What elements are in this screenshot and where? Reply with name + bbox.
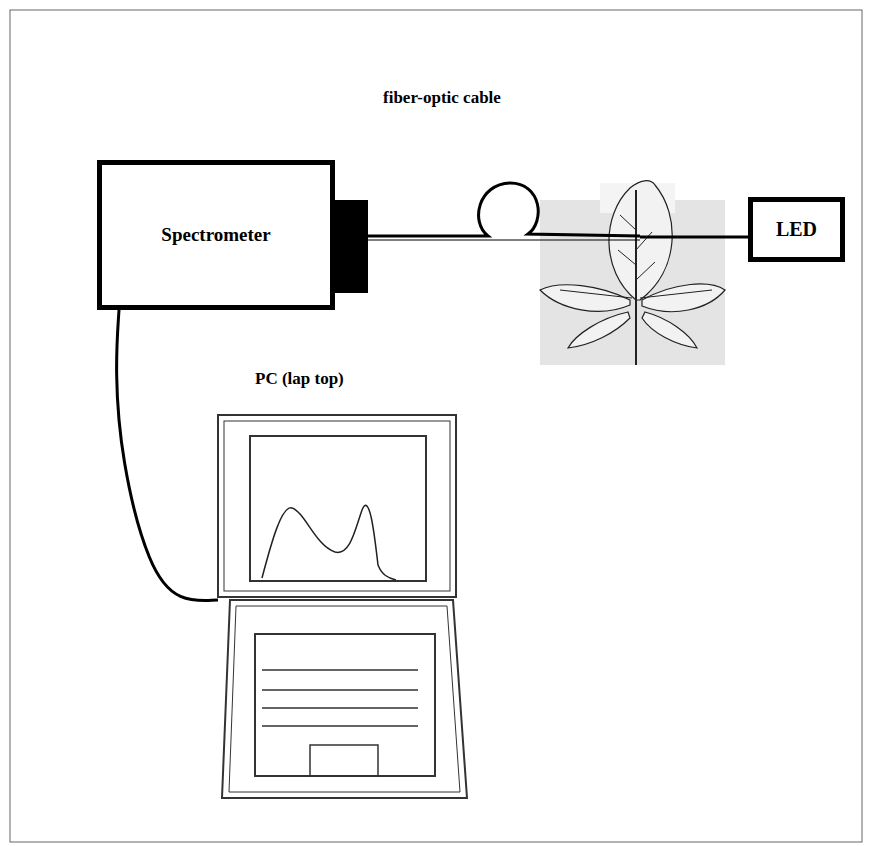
laptop-base [222,600,467,798]
laptop-drawing [218,415,467,798]
laptop-screen-bezel [224,421,450,591]
laptop-base-inner [229,606,460,792]
usb-cable [117,310,218,601]
node-label: Spectrometer [161,224,270,246]
laptop-keyboard [255,634,435,776]
laptop-touchpad [310,745,378,776]
leaf [540,181,725,348]
leaf-stem [635,190,637,365]
laptop-screen-frame [218,415,456,597]
lower-right-leaflet [642,312,697,348]
led-rod [640,236,748,239]
laptop-display [250,436,426,581]
node-label: PC (lap top) [255,369,344,389]
fiber-optic-cable [368,183,640,236]
veins-top [618,215,655,280]
spectrum-curve [262,505,396,580]
left-leaflet [540,285,630,312]
node-label: LED [776,218,817,241]
lower-left-leaflet [568,312,630,348]
cable-label: fiber-optic cable [383,88,501,108]
leaf-veins [560,190,712,365]
spectrometer-box: Spectrometer [97,160,335,310]
laptop-node: PC (lap top) [218,365,468,800]
keyboard-rows [262,670,418,726]
veins-side [560,290,712,298]
page-frame [10,10,862,842]
led-box: LED [748,197,845,262]
right-leaflet [642,284,725,312]
fiber-optic-cable-inner [368,240,640,241]
fiber-connector [332,200,368,293]
